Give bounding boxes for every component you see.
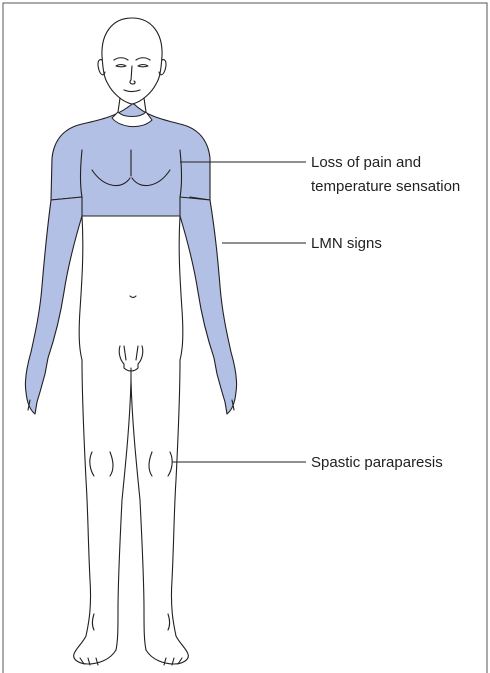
label-lmn-signs: LMN signs	[311, 235, 382, 252]
label-sensory-loss-line1: Loss of pain and	[311, 154, 421, 171]
lower-body	[74, 216, 189, 665]
arm-left-shading	[25, 197, 82, 414]
head	[98, 18, 166, 112]
arm-right-shading	[180, 197, 237, 414]
hands	[28, 400, 234, 410]
label-spastic-paraparesis: Spastic paraparesis	[311, 454, 443, 471]
figure-frame	[3, 3, 487, 673]
label-sensory-loss-line2: temperature sensation	[311, 178, 460, 195]
